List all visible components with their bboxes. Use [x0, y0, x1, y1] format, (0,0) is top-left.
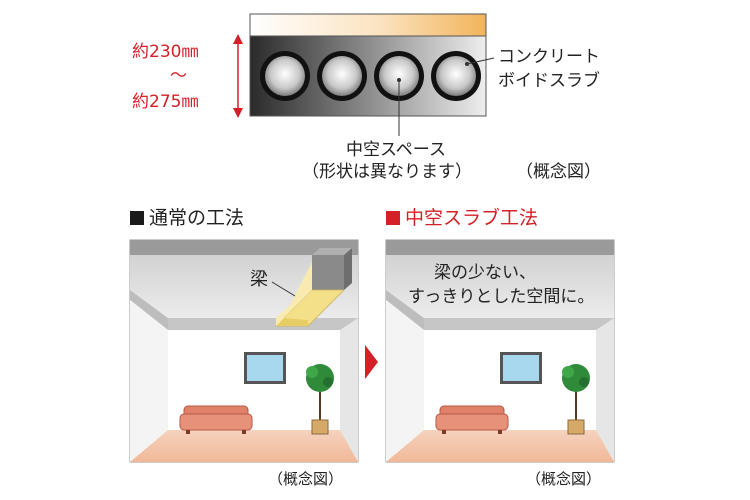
beam — [275, 248, 352, 327]
room-hollow-slab — [385, 239, 615, 463]
slab-leader-line — [466, 57, 495, 65]
void-label-line1: 中空スペース — [346, 140, 446, 160]
slab-label-line2: ボイドスラブ — [498, 71, 600, 91]
hollow-slab-title: 中空スラブ工法 — [386, 207, 538, 229]
concept-label-top: （概念図） — [516, 162, 601, 182]
hollow-message-line1: 梁の少ない、 — [434, 263, 536, 283]
beam-label: 梁 — [250, 269, 268, 290]
hollow-message-line2: すっきりとした空間に。 — [408, 287, 595, 307]
transition-arrow — [365, 345, 378, 379]
room-conventional — [129, 239, 359, 463]
black-square-icon — [130, 211, 144, 225]
sofa — [179, 405, 253, 434]
concept-label-right: （概念図） — [526, 470, 602, 488]
thickness-separator: ～ — [170, 66, 187, 86]
slab-label-line1: コンクリート — [498, 47, 600, 67]
thickness-arrow — [233, 34, 243, 118]
red-square-icon — [386, 211, 400, 225]
void-holes — [260, 51, 481, 101]
thickness-max-label: 約275㎜ — [132, 92, 199, 112]
void-label-line2: （形状は異なります） — [302, 162, 472, 182]
sofa — [435, 405, 509, 434]
conventional-title: 通常の工法 — [130, 207, 244, 229]
slab-cross-section — [233, 13, 495, 136]
plant — [306, 364, 334, 435]
plant — [562, 364, 590, 435]
thickness-min-label: 約230㎜ — [132, 42, 199, 62]
concept-label-left: （概念図） — [268, 470, 344, 488]
